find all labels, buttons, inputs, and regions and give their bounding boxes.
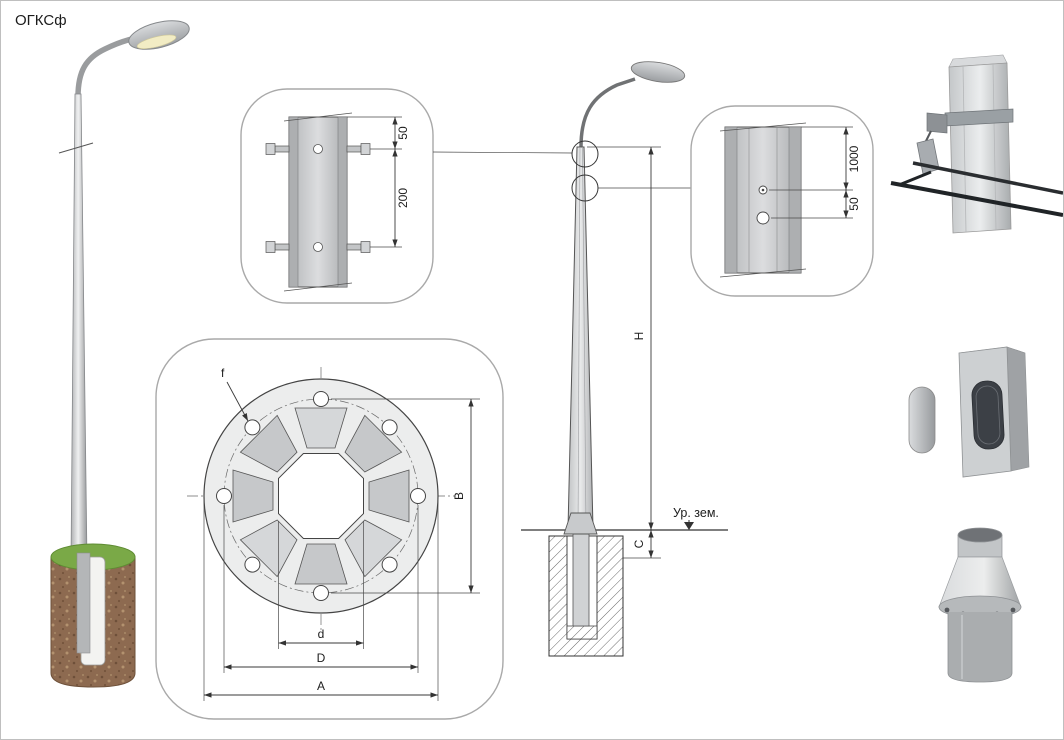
top-section-detail-box: 1000 50 [690,105,874,297]
flange-dimensions: f B d D A [203,366,480,701]
cable-drop [898,170,932,187]
pole-shaft [70,93,88,562]
flange-d-label: d [318,627,325,641]
dim-200-label: 200 [396,188,410,208]
elevation-arm [579,77,636,148]
dim-1000-label: 1000 [847,145,861,172]
elevation-pole-shaft [567,146,594,530]
flange-f-label: f [221,366,225,380]
pole-embedded-section [572,532,590,627]
break-mark [719,122,807,132]
flange-B-label: B [452,492,466,500]
bolt-row-lower [265,241,371,253]
flange-gussets [232,407,410,585]
base-flange-render [938,527,1022,683]
cable [912,161,1063,195]
dimension-H: H [587,146,661,530]
detail-marker-upper [571,140,599,168]
dim-C-label: C [632,539,646,548]
elevation-lamp-head [630,61,686,83]
ground-level-label: Ур. зем. [673,506,719,520]
shoe-cylinder [947,612,1013,683]
break-mark [283,282,353,292]
break-mark [283,112,353,122]
pole-elevation: Ур. зем. H C [521,61,728,657]
pole-prism [948,62,1012,234]
page-title: ОГКСф [15,12,67,29]
flange-center-hole [278,453,364,539]
hatch-cover [908,386,936,454]
lower-hole [756,211,770,225]
detail-marker-lower [571,174,599,202]
lamp-head [128,20,190,50]
pole-base-flare [563,512,598,535]
dim-50b-label: 50 [847,197,861,211]
left-pole-render [50,20,190,688]
joint-dimensions: 50 200 [347,116,410,248]
elevation-foundation [548,512,624,657]
access-hatch-render [908,346,1030,478]
cable [890,181,1063,217]
flange-bolt-holes [216,391,426,601]
flange-plan-detail-box: f B d D A [155,338,504,720]
dim-H-label: H [632,332,646,341]
joint-bolts-detail-box: 50 200 [240,88,434,304]
break-mark [719,268,807,278]
ground-level-symbol [684,520,694,530]
foundation-render [50,543,136,688]
section-plate [724,126,802,274]
shoe-opening [957,527,1003,543]
clamp-bracket [926,112,948,134]
flange-A-label: A [317,679,325,693]
section-dimensions: 1000 50 [769,126,861,219]
pole-embedded [76,552,91,654]
break-mark [58,142,94,154]
hatch-opening [971,380,1005,450]
dim-50-label: 50 [396,126,410,140]
detail-leader-left [432,151,573,154]
cable-suspension-render [890,54,1063,234]
flange-D-label: D [317,651,326,665]
